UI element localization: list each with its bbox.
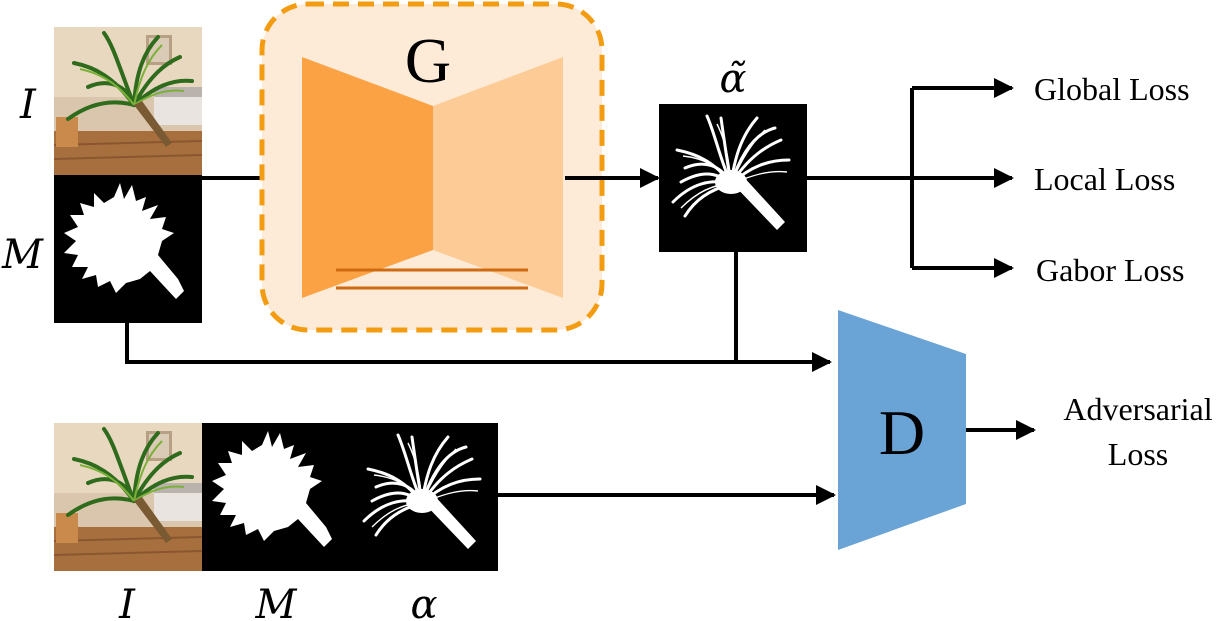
local-loss-label: Local Loss xyxy=(1034,161,1175,197)
adversarial-loss-label-line2: Loss xyxy=(1108,436,1168,472)
gabor-loss-label: Gabor Loss xyxy=(1036,252,1184,288)
input-mask-label: M xyxy=(1,232,44,278)
real-mask-label: M xyxy=(255,582,298,621)
input-image-label: I xyxy=(19,82,37,128)
real-alpha-thumbnail xyxy=(350,423,498,571)
discriminator xyxy=(838,310,966,550)
generator-label: G xyxy=(405,25,451,96)
generator-decoder xyxy=(433,57,563,298)
real-image-thumbnail xyxy=(54,423,202,571)
fake-pair-connector xyxy=(125,252,832,372)
adversarial-loss-label-line1: Adversarial xyxy=(1063,391,1212,427)
input-image-thumbnail xyxy=(54,27,202,175)
generator-block: G xyxy=(259,1,605,333)
generator-encoder xyxy=(302,57,433,298)
global-loss-label: Global Loss xyxy=(1034,71,1190,107)
predicted-alpha-label: α̃ xyxy=(719,56,746,102)
real-image-label: I xyxy=(118,582,136,621)
predicted-alpha-thumbnail xyxy=(659,104,807,252)
discriminator-label: D xyxy=(879,397,925,468)
real-mask-thumbnail xyxy=(202,423,350,571)
loss-branches xyxy=(807,78,1014,278)
real-alpha-label: α xyxy=(410,582,437,621)
input-mask-thumbnail xyxy=(54,175,202,323)
